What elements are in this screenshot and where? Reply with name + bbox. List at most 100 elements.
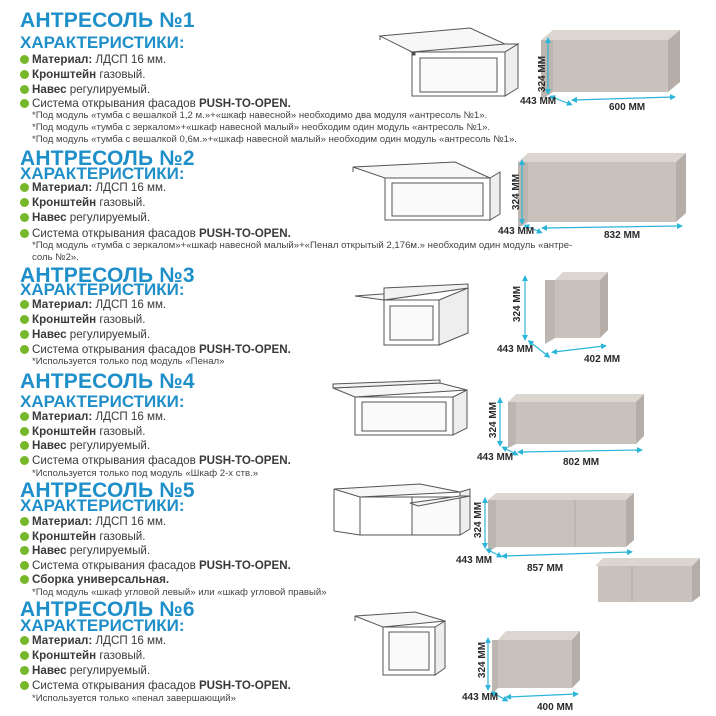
section-2-hinge: Навес регулируемый. — [20, 211, 150, 225]
bullet-icon — [20, 85, 29, 94]
section-2-material: Материал: ЛДСП 16 мм. — [20, 181, 166, 195]
bullet-icon — [20, 636, 29, 645]
section-6-line-drawing — [354, 611, 446, 676]
section-3-line-drawing — [354, 283, 469, 346]
section-1-dimensions — [545, 37, 676, 106]
section-3-bracket: Кронштейн газовый. — [20, 313, 146, 327]
section-3-title: АНТРЕСОЛЬ №3 — [20, 264, 195, 287]
section-1-note: *Под модуль «тумба с зеркалом»+«шкаф нав… — [32, 122, 491, 133]
section-5-dimensions — [482, 497, 633, 559]
bullet-icon — [20, 651, 29, 660]
section-1-box — [541, 30, 680, 100]
section-3-width-label: 402 ММ — [584, 354, 620, 365]
section-5-system: Система открывания фасадов PUSH-TO-OPEN. — [20, 559, 291, 573]
section-4-dimensions — [497, 397, 643, 456]
section-3-height-label: 324 ММ — [512, 286, 523, 322]
section-1-bracket: Кронштейн газовый. — [20, 68, 146, 82]
bullet-icon — [20, 517, 29, 526]
section-4-depth-label: 443 ММ — [477, 452, 513, 463]
section-1-characteristics-heading: ХАРАКТЕРИСТИКИ: — [20, 33, 185, 52]
section-5-assembly: Сборка универсальная. — [20, 573, 169, 587]
bullet-icon — [20, 666, 29, 675]
section-4-hinge: Навес регулируемый. — [20, 439, 150, 453]
bullet-icon — [20, 532, 29, 541]
section-4-box — [508, 394, 644, 448]
section-2-note: *Под модуль «тумба с зеркалом»+«шкаф нав… — [32, 240, 573, 251]
bullet-icon — [20, 229, 29, 238]
bullet-icon — [20, 70, 29, 79]
section-3-box — [545, 272, 608, 344]
section-3-depth-label: 443 ММ — [497, 344, 533, 355]
section-2-box — [518, 153, 686, 228]
section-6-bracket: Кронштейн газовый. — [20, 649, 146, 663]
bullet-icon — [20, 55, 29, 64]
bullet-icon — [20, 300, 29, 309]
bullet-icon — [20, 183, 29, 192]
bullet-icon — [20, 456, 29, 465]
section-2-height-label: 324 ММ — [511, 174, 522, 210]
bullet-icon — [20, 546, 29, 555]
section-6-height-label: 324 ММ — [477, 642, 488, 678]
bullet-icon — [20, 561, 29, 570]
bullet-icon — [20, 575, 29, 584]
section-1-hinge: Навес регулируемый. — [20, 83, 150, 97]
section-2-bracket: Кронштейн газовый. — [20, 196, 146, 210]
section-3-material: Материал: ЛДСП 16 мм. — [20, 298, 166, 312]
section-1-note: *Под модуль «тумба с вешалкой 0,6м.»+«шк… — [32, 134, 517, 145]
section-4-characteristics-heading: ХАРАКТЕРИСТИКИ: — [20, 392, 185, 411]
bullet-icon — [20, 99, 29, 108]
section-6-system: Система открывания фасадов PUSH-TO-OPEN. — [20, 679, 291, 693]
bullet-icon — [20, 330, 29, 339]
section-6-characteristics-heading: ХАРАКТЕРИСТИКИ: — [20, 616, 185, 635]
section-2-line-drawing — [352, 161, 501, 221]
section-1-height-label: 324 ММ — [537, 56, 548, 92]
section-2-depth-label: 443 ММ — [498, 226, 534, 237]
section-3-dimensions — [522, 275, 607, 358]
bullet-icon — [20, 315, 29, 324]
section-5-line-drawing — [333, 483, 471, 536]
section-2-title: АНТРЕСОЛЬ №2 — [20, 147, 195, 170]
section-5-width-label: 857 ММ — [527, 563, 563, 574]
section-3-hinge: Навес регулируемый. — [20, 328, 150, 342]
bullet-icon — [20, 441, 29, 450]
section-5-characteristics-heading: ХАРАКТЕРИСТИКИ: — [20, 496, 185, 515]
section-4-height-label: 324 ММ — [488, 402, 499, 438]
section-6-note: *Используется только «пенал завершающий» — [32, 693, 236, 704]
section-4-title: АНТРЕСОЛЬ №4 — [20, 370, 195, 393]
section-6-depth-label: 443 ММ — [462, 692, 498, 703]
section-5-bracket: Кронштейн газовый. — [20, 530, 146, 544]
section-5-box-main — [488, 493, 634, 552]
section-4-note: *Используется только под модуль «Шкаф 2-… — [32, 468, 259, 479]
bullet-icon — [20, 681, 29, 690]
section-4-width-label: 802 ММ — [563, 457, 599, 468]
section-1-title: АНТРЕСОЛЬ №1 — [20, 9, 195, 32]
section-1-material: Материал: ЛДСП 16 мм. — [20, 53, 166, 67]
section-1-depth-label: 443 ММ — [520, 96, 556, 107]
section-1-note: *Под модуль «тумба с вешалкой 1,2 м.»+«ш… — [32, 110, 488, 121]
section-1-line-drawing — [378, 27, 520, 97]
section-5-note: *Под модуль «шкаф угловой левый» или «шк… — [32, 587, 327, 598]
section-6-dimensions — [485, 637, 579, 702]
section-4-system: Система открывания фасадов PUSH-TO-OPEN. — [20, 454, 291, 468]
section-5-depth-label: 443 ММ — [456, 555, 492, 566]
section-6-hinge: Навес регулируемый. — [20, 664, 150, 678]
section-4-material: Материал: ЛДСП 16 мм. — [20, 410, 166, 424]
bullet-icon — [20, 427, 29, 436]
section-2-dimensions — [519, 159, 683, 234]
section-5-title: АНТРЕСОЛЬ №5 — [20, 479, 195, 502]
section-6-box — [492, 631, 580, 694]
section-3-characteristics-heading: ХАРАКТЕРИСТИКИ: — [20, 280, 185, 299]
section-4-bracket: Кронштейн газовый. — [20, 425, 146, 439]
section-2-characteristics-heading: ХАРАКТЕРИСТИКИ: — [20, 164, 185, 183]
section-6-width-label: 400 ММ — [537, 702, 573, 713]
bullet-icon — [20, 412, 29, 421]
section-2-system: Система открывания фасадов PUSH-TO-OPEN. — [20, 227, 291, 241]
section-5-hinge: Навес регулируемый. — [20, 544, 150, 558]
section-5-box-small — [595, 558, 700, 602]
section-1-system: Система открывания фасадов PUSH-TO-OPEN. — [20, 97, 291, 111]
section-2-width-label: 832 ММ — [604, 230, 640, 241]
section-2-note: соль №2». — [32, 252, 79, 263]
bullet-icon — [20, 345, 29, 354]
section-5-height-label: 324 ММ — [473, 502, 484, 538]
section-3-system: Система открывания фасадов PUSH-TO-OPEN. — [20, 343, 291, 357]
